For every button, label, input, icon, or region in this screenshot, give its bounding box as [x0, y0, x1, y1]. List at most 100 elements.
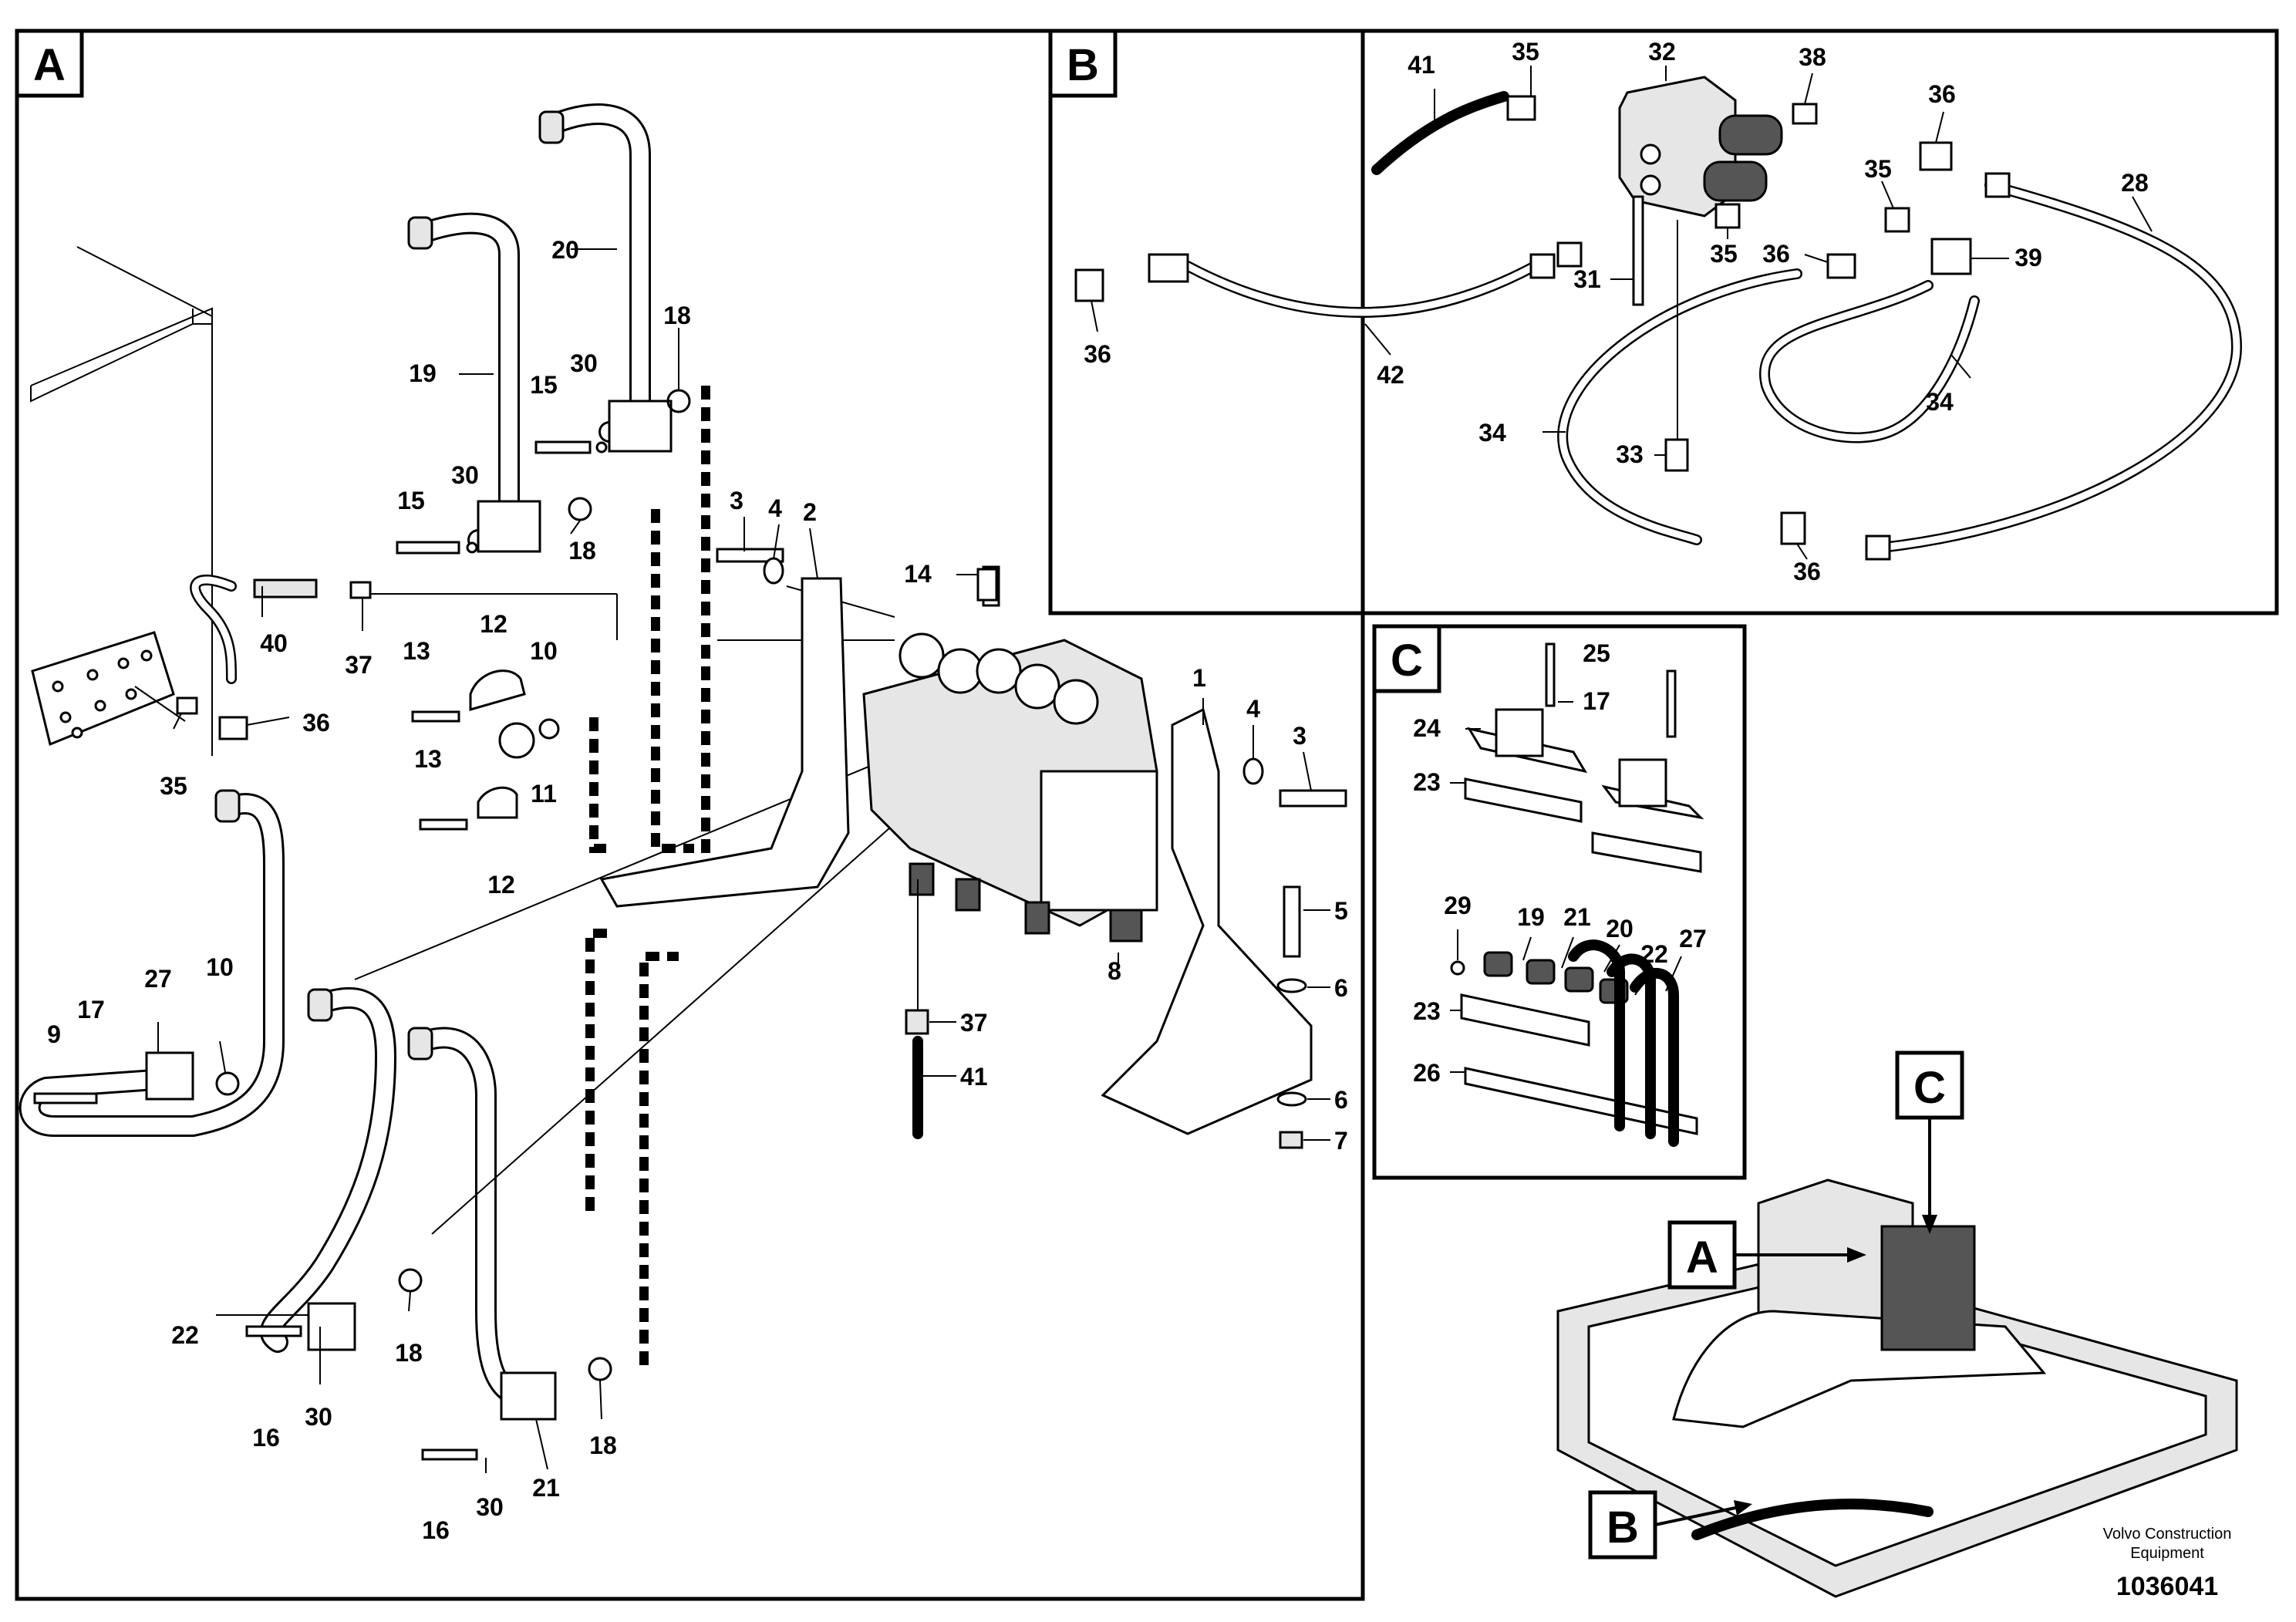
panel-b-tag-box [1048, 29, 1118, 98]
callout-18-c: 18 [395, 1339, 423, 1367]
callout-28: 28 [2121, 169, 2149, 197]
hose-41-b [1371, 91, 1509, 175]
callout-10-lower: 10 [206, 953, 234, 981]
panel-b: B [1048, 29, 2279, 615]
callout-40: 40 [260, 629, 288, 657]
flange-20 [608, 400, 673, 453]
callout-36: 36 [302, 709, 330, 737]
overview-tag-a: A [1686, 1233, 1718, 1283]
callout-11: 11 [531, 780, 557, 808]
callout-6-a: 6 [1334, 974, 1348, 1002]
bolt-16-a [245, 1325, 302, 1337]
callout-36-top: 36 [1928, 80, 1956, 108]
panel-c-tag-box [1372, 624, 1441, 693]
hose-42 [1074, 241, 1583, 319]
o-ring-18-d [588, 1357, 612, 1381]
tee-36-b-top [1919, 141, 1953, 171]
washer-6-a [1276, 978, 1307, 993]
callout-19-c: 19 [1517, 903, 1545, 931]
fitting-28-end [1865, 534, 1891, 561]
callout-34-right: 34 [1926, 388, 1954, 416]
clamp-block-24-left [1495, 708, 1544, 757]
callout-21-c: 21 [1563, 903, 1591, 931]
o-ring-18-c [398, 1268, 423, 1293]
callout-21: 21 [532, 1474, 560, 1502]
callout-26: 26 [1413, 1059, 1441, 1087]
callout-10-upper: 10 [530, 637, 558, 665]
callout-27-c: 27 [1679, 925, 1707, 953]
flange-19 [477, 500, 541, 553]
callout-29: 29 [1444, 892, 1472, 919]
tee-36-b-bottom [1780, 511, 1806, 545]
callout-15-lower: 15 [397, 487, 425, 514]
pipe-21 [407, 1027, 557, 1421]
pipe-27 [19, 789, 285, 1137]
callout-37-lower: 37 [960, 1009, 988, 1037]
hose-34-loop-b [1759, 280, 1980, 443]
callout-35-top: 35 [1512, 38, 1539, 66]
callouts-b: 28 31 32 33 34 34 35 35 35 36 36 36 36 3… [1084, 38, 2149, 585]
cab-outline [30, 246, 213, 756]
clamp-12-upper [469, 669, 526, 711]
callout-9: 9 [47, 1020, 61, 1048]
callout-25: 25 [1583, 639, 1610, 667]
panel-a-frame [15, 29, 1365, 1601]
callout-30-bottom: 30 [476, 1493, 504, 1521]
tee-36-b-mid [1826, 253, 1856, 279]
callout-16-a: 16 [252, 1424, 280, 1452]
callout-14: 14 [904, 560, 932, 588]
overview-tag-b: B [1607, 1502, 1639, 1553]
callout-leaders-c [1450, 701, 1682, 1073]
clamp-block-24-right [1618, 758, 1667, 808]
callout-39: 39 [2014, 244, 2042, 271]
callout-36-mid: 36 [1762, 240, 1790, 268]
callout-7: 7 [1334, 1127, 1348, 1155]
callout-4-left: 4 [768, 494, 782, 522]
overview-tag-c-box [1895, 1050, 1964, 1120]
callout-3-left: 3 [730, 487, 743, 514]
overview-arrow-b [1654, 1506, 1736, 1526]
callout-38: 38 [1799, 43, 1826, 71]
bolt-16-b [421, 1448, 478, 1461]
panel-c-frame [1372, 624, 1747, 1180]
overview-machine: A C B [1556, 1050, 2238, 1598]
callout-18-b: 18 [568, 537, 596, 565]
overview-arrowhead-a [1847, 1247, 1866, 1263]
bolt-25-right [1666, 669, 1677, 738]
washer-4-right [1242, 757, 1264, 785]
callout-leaders-b [1091, 66, 2153, 560]
fitting-35-b-top [1506, 95, 1536, 121]
fitting-35-b-right [1884, 207, 1910, 233]
elbow-39 [1930, 238, 1972, 275]
callout-20: 20 [551, 236, 579, 264]
brand-line-2: Equipment [2130, 1545, 2204, 1562]
hose-40 [176, 574, 372, 740]
washer-4-left [763, 557, 784, 585]
bolt-3-right [1279, 789, 1347, 808]
bracket-2 [599, 577, 850, 908]
hose-34-loop-a [1557, 268, 1802, 545]
bolt-5 [1283, 885, 1301, 958]
fitting-35-b-mid [1714, 203, 1741, 229]
overview-tag-a-box [1667, 1220, 1737, 1290]
callout-19: 19 [409, 359, 437, 387]
callout-35: 35 [160, 772, 187, 800]
callout-24: 24 [1413, 714, 1441, 742]
callout-35-right: 35 [1864, 155, 1892, 183]
callout-33: 33 [1616, 440, 1644, 468]
panel-c-label: C [1391, 636, 1423, 686]
elbow-33 [1664, 438, 1689, 472]
panel-c: C [1372, 624, 1747, 1180]
callout-4-right: 4 [1246, 695, 1260, 723]
overview-tag-c: C [1913, 1063, 1946, 1113]
panel-b-frame [1048, 29, 2279, 615]
callout-32: 32 [1648, 38, 1676, 66]
bracket-1 [1101, 707, 1313, 1135]
callout-18-d: 18 [589, 1431, 617, 1459]
callout-41: 41 [960, 1063, 988, 1091]
bolt-31 [1632, 195, 1644, 306]
brand-line-1: Volvo Construction [2103, 1526, 2232, 1543]
callout-13-upper: 13 [403, 637, 430, 665]
callout-23-top: 23 [1413, 768, 1441, 796]
